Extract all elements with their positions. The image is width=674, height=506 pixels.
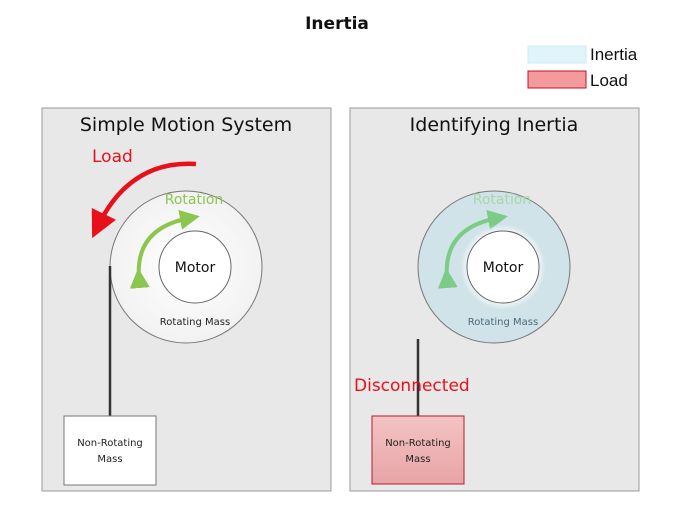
rotation-label: Rotation	[473, 192, 532, 208]
rotation-arrow-icon	[437, 209, 508, 289]
panel-title: Simple Motion System	[80, 114, 292, 136]
legend: Inertia Load	[527, 45, 638, 90]
panel-title: Identifying Inertia	[410, 114, 579, 136]
rotation-label: Rotation	[165, 192, 224, 208]
non-rotating-mass-label-line2: Mass	[97, 454, 122, 465]
load-label: Load	[92, 147, 133, 167]
non-rotating-mass-box	[63, 415, 157, 486]
panel-identifying-inertia: Identifying Inertia Rotation Motor Rotat…	[349, 107, 640, 492]
legend-label-inertia: Inertia	[590, 45, 638, 64]
motor-circle	[158, 230, 232, 304]
legend-label-load: Load	[590, 71, 628, 90]
load-arrow-icon	[91, 161, 197, 239]
legend-swatch-load	[527, 70, 587, 89]
panel-simple-motion-system: Simple Motion System Load Rotation Motor…	[41, 107, 332, 492]
motor-label: Motor	[175, 260, 216, 276]
non-rotating-mass-box-load	[371, 415, 465, 485]
disconnected-label: Disconnected	[354, 376, 470, 396]
rotating-mass-label: Rotating Mass	[468, 317, 538, 328]
legend-swatch-inertia	[527, 45, 587, 64]
rotating-mass-label: Rotating Mass	[160, 317, 230, 328]
non-rotating-mass-label-line1: Non-Rotating	[385, 438, 451, 449]
non-rotating-mass-label-line2: Mass	[405, 454, 430, 465]
non-rotating-mass-label-line1: Non-Rotating	[77, 438, 143, 449]
motor-label: Motor	[483, 260, 524, 276]
rotation-arrow-icon	[129, 209, 200, 289]
page-title: Inertia	[305, 14, 369, 34]
motor-circle	[466, 230, 540, 304]
